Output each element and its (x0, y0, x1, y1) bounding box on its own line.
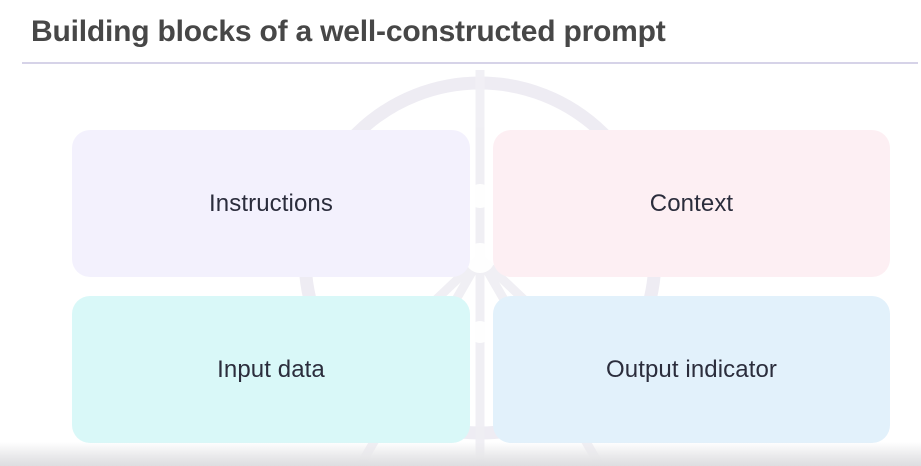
block-input-data-label: Input data (217, 355, 325, 383)
block-context[interactable]: Context (493, 130, 890, 277)
block-output-indicator-label: Output indicator (605, 355, 778, 383)
block-output-indicator[interactable]: Output indicator (493, 296, 890, 443)
block-instructions-label: Instructions (209, 189, 333, 217)
page-title: Building blocks of a well-constructed pr… (31, 15, 666, 48)
title-divider (22, 62, 918, 64)
block-instructions[interactable]: Instructions (72, 130, 470, 277)
building-blocks-grid: Instructions Context Input data Output i… (72, 130, 890, 443)
block-context-label: Context (649, 189, 734, 217)
slide-bottom-shadow (0, 442, 921, 466)
block-input-data[interactable]: Input data (72, 296, 470, 443)
